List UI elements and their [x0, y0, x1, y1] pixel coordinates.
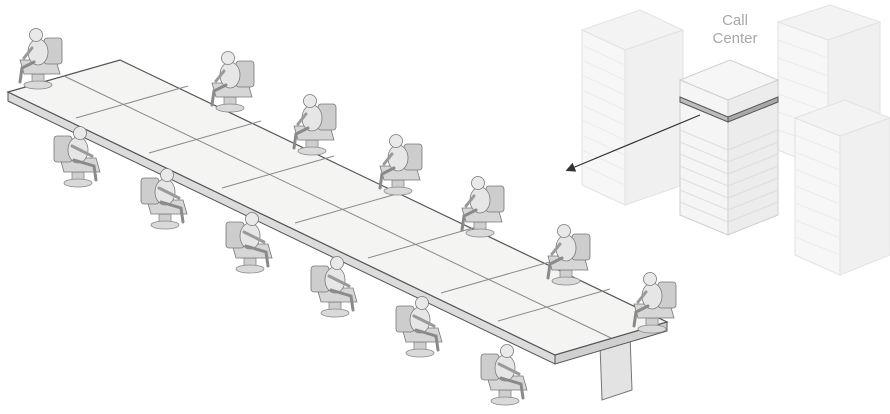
- seated-person: [632, 272, 677, 334]
- person-legs: [72, 158, 98, 182]
- back-row-people: [18, 28, 677, 334]
- seated-person: [378, 134, 423, 196]
- conference-table: [6, 59, 669, 401]
- person-head: [557, 224, 571, 238]
- person-head: [29, 28, 43, 42]
- person-legs: [18, 60, 36, 84]
- chair-foot: [235, 264, 265, 274]
- person-head: [471, 176, 485, 190]
- chair-foot: [405, 348, 435, 358]
- person-arm: [636, 290, 648, 304]
- person-legs: [292, 126, 310, 150]
- person-arm: [296, 112, 308, 126]
- building-right-front: [793, 99, 890, 276]
- person-body: [641, 282, 663, 310]
- chair-foot: [23, 80, 53, 90]
- person-body: [27, 38, 49, 66]
- person-arm: [157, 186, 181, 200]
- chair-foot: [383, 186, 413, 196]
- person-legs: [159, 200, 185, 224]
- seated-person: [480, 344, 528, 406]
- person-arm: [214, 69, 226, 83]
- chair-foot: [215, 103, 245, 113]
- seated-person: [546, 224, 591, 286]
- call-center-label: Call Center: [700, 12, 770, 48]
- call-center-label-line2: Center: [712, 30, 758, 47]
- front-row-people: [53, 126, 528, 406]
- person-arm: [242, 230, 266, 244]
- person-arm: [382, 152, 394, 166]
- building-left: [580, 9, 685, 206]
- person-head: [303, 94, 317, 108]
- seated-person: [225, 212, 273, 274]
- person-head: [73, 126, 87, 140]
- person-legs: [378, 166, 396, 190]
- person-head: [389, 134, 403, 148]
- person-arm: [550, 242, 562, 256]
- person-arm: [412, 314, 436, 328]
- pointer-arrow: [565, 114, 701, 172]
- person-legs: [499, 376, 525, 400]
- person-arm: [70, 144, 94, 158]
- person-arm: [22, 46, 34, 60]
- seated-person: [292, 94, 337, 156]
- person-head: [160, 168, 174, 182]
- seated-person: [53, 126, 101, 188]
- person-head: [221, 51, 235, 65]
- chair-foot: [551, 276, 581, 286]
- person-head: [643, 272, 657, 286]
- person-head: [415, 296, 429, 310]
- person-legs: [329, 288, 355, 312]
- person-arm: [497, 362, 521, 376]
- person-body: [219, 61, 241, 89]
- chair-foot: [150, 220, 180, 230]
- person-head: [330, 256, 344, 270]
- seated-person: [460, 176, 505, 238]
- person-arm: [464, 194, 476, 208]
- chair-foot: [490, 396, 520, 406]
- person-body: [555, 234, 577, 262]
- person-arm: [327, 274, 351, 288]
- call-center-label-line1: Call: [722, 12, 748, 29]
- person-legs: [414, 328, 440, 352]
- person-legs: [244, 244, 270, 268]
- seated-person: [395, 296, 443, 358]
- person-legs: [210, 83, 228, 107]
- chair-foot: [63, 178, 93, 188]
- seated-person: [310, 256, 358, 318]
- person-body: [387, 144, 409, 172]
- chair-foot: [637, 324, 667, 334]
- seated-person: [140, 168, 188, 230]
- seated-person: [18, 28, 63, 90]
- person-head: [500, 344, 514, 358]
- person-legs: [632, 304, 650, 328]
- person-body: [301, 104, 323, 132]
- call-center-tower: [678, 59, 780, 236]
- chair-foot: [297, 146, 327, 156]
- person-body: [469, 186, 491, 214]
- seated-person: [210, 51, 255, 113]
- chair-foot: [465, 228, 495, 238]
- person-head: [245, 212, 259, 226]
- person-legs: [546, 256, 564, 280]
- chair-foot: [320, 308, 350, 318]
- person-legs: [460, 208, 478, 232]
